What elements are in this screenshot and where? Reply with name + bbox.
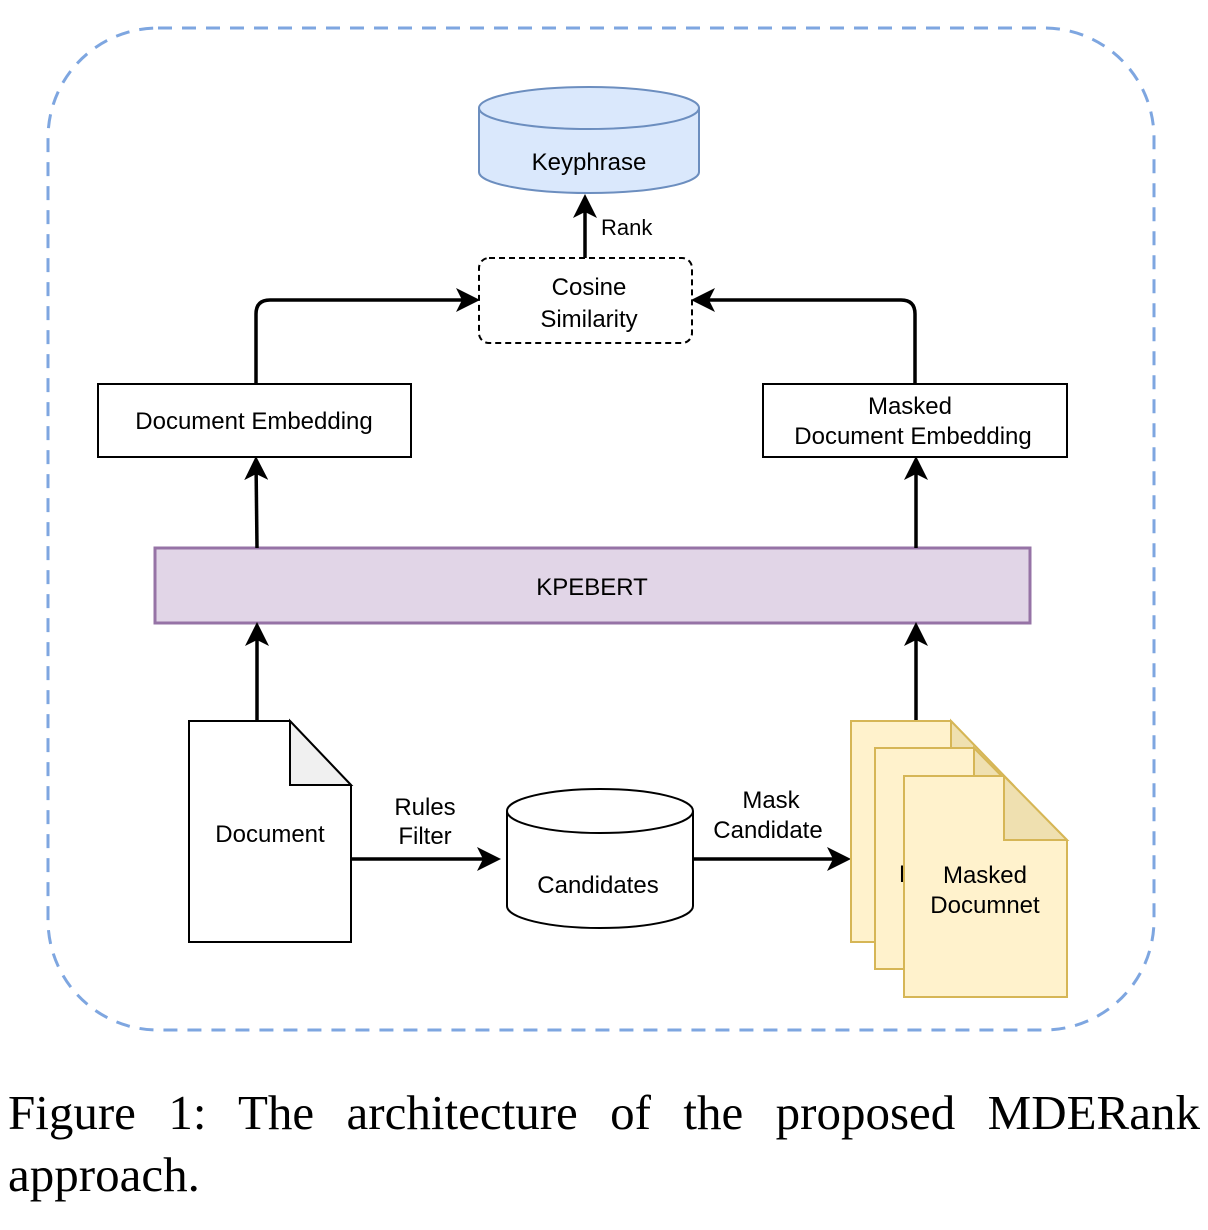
masked-document-label-line2: Documnet xyxy=(930,892,1040,919)
masked-document-stack: D Masked Documnet xyxy=(850,718,1070,998)
kpebert-node: KPEBERT xyxy=(153,546,1032,625)
keyphrase-database: Keyphrase xyxy=(478,86,700,194)
kpebert-label: KPEBERT xyxy=(536,574,648,601)
rules-filter-label-line1: Rules xyxy=(394,794,455,821)
document-icon: Document xyxy=(188,718,354,943)
candidates-database: Candidates xyxy=(506,788,694,929)
mask-candidate-label-line2: Candidate xyxy=(713,817,822,844)
kpebert-to-doc-embedding-arrow xyxy=(244,456,269,549)
masked-embedding-label-line1: Masked xyxy=(868,393,952,420)
architecture-diagram: Keyphrase Rank Cosine Similarity Documen… xyxy=(46,26,1156,1032)
masked-document-embedding-node: Masked Document Embedding xyxy=(762,383,1068,458)
figure-caption: Figure 1: The architecture of the propos… xyxy=(8,1085,1200,1202)
masked-embedding-to-cosine-arrow xyxy=(691,288,917,384)
rank-label: Rank xyxy=(601,215,653,240)
cosine-similarity-node: Cosine Similarity xyxy=(478,257,693,344)
cosine-label-line1: Cosine xyxy=(552,274,627,301)
masked-document-label-line1: Masked xyxy=(943,862,1027,889)
mask-candidate-label-line1: Mask xyxy=(742,787,800,814)
masked-embedding-label-line2: Document Embedding xyxy=(794,423,1031,450)
cosine-label-line2: Similarity xyxy=(540,306,637,333)
document-embedding-node: Document Embedding xyxy=(97,383,412,458)
doc-embedding-to-cosine-arrow xyxy=(254,288,480,384)
document-label: Document xyxy=(215,821,325,848)
candidates-label: Candidates xyxy=(537,872,658,899)
rules-filter-label-line2: Filter xyxy=(398,823,451,850)
document-embedding-label: Document Embedding xyxy=(135,408,372,435)
masked-document-icon-front: Masked Documnet xyxy=(903,773,1070,998)
keyphrase-label: Keyphrase xyxy=(532,149,647,176)
outer-container xyxy=(46,26,1156,1032)
